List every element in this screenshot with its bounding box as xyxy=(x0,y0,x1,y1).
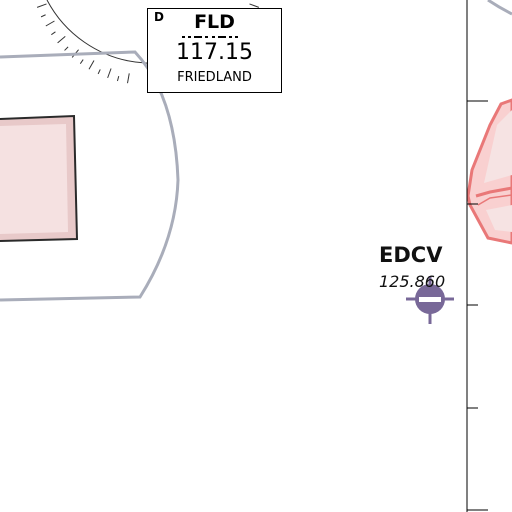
vor-ident: FLD xyxy=(194,11,235,33)
aerodrome-ident[interactable]: EDCV xyxy=(379,243,443,267)
airspace-boundary-ne xyxy=(487,0,512,16)
danger-zone xyxy=(466,98,512,245)
restricted-area xyxy=(0,114,79,242)
vor-frequency: 117.15 xyxy=(176,40,253,65)
vor-name: FRIEDLAND xyxy=(177,70,252,85)
aerodrome-frequency: 125.860 xyxy=(379,272,446,291)
vor-class-letter: D xyxy=(154,10,164,24)
airfield-icon[interactable] xyxy=(406,276,454,324)
morse-code-icon xyxy=(182,36,238,38)
vor-info-box[interactable]: D FLD 117.15 FRIEDLAND xyxy=(147,8,282,93)
grid-line xyxy=(466,0,488,512)
